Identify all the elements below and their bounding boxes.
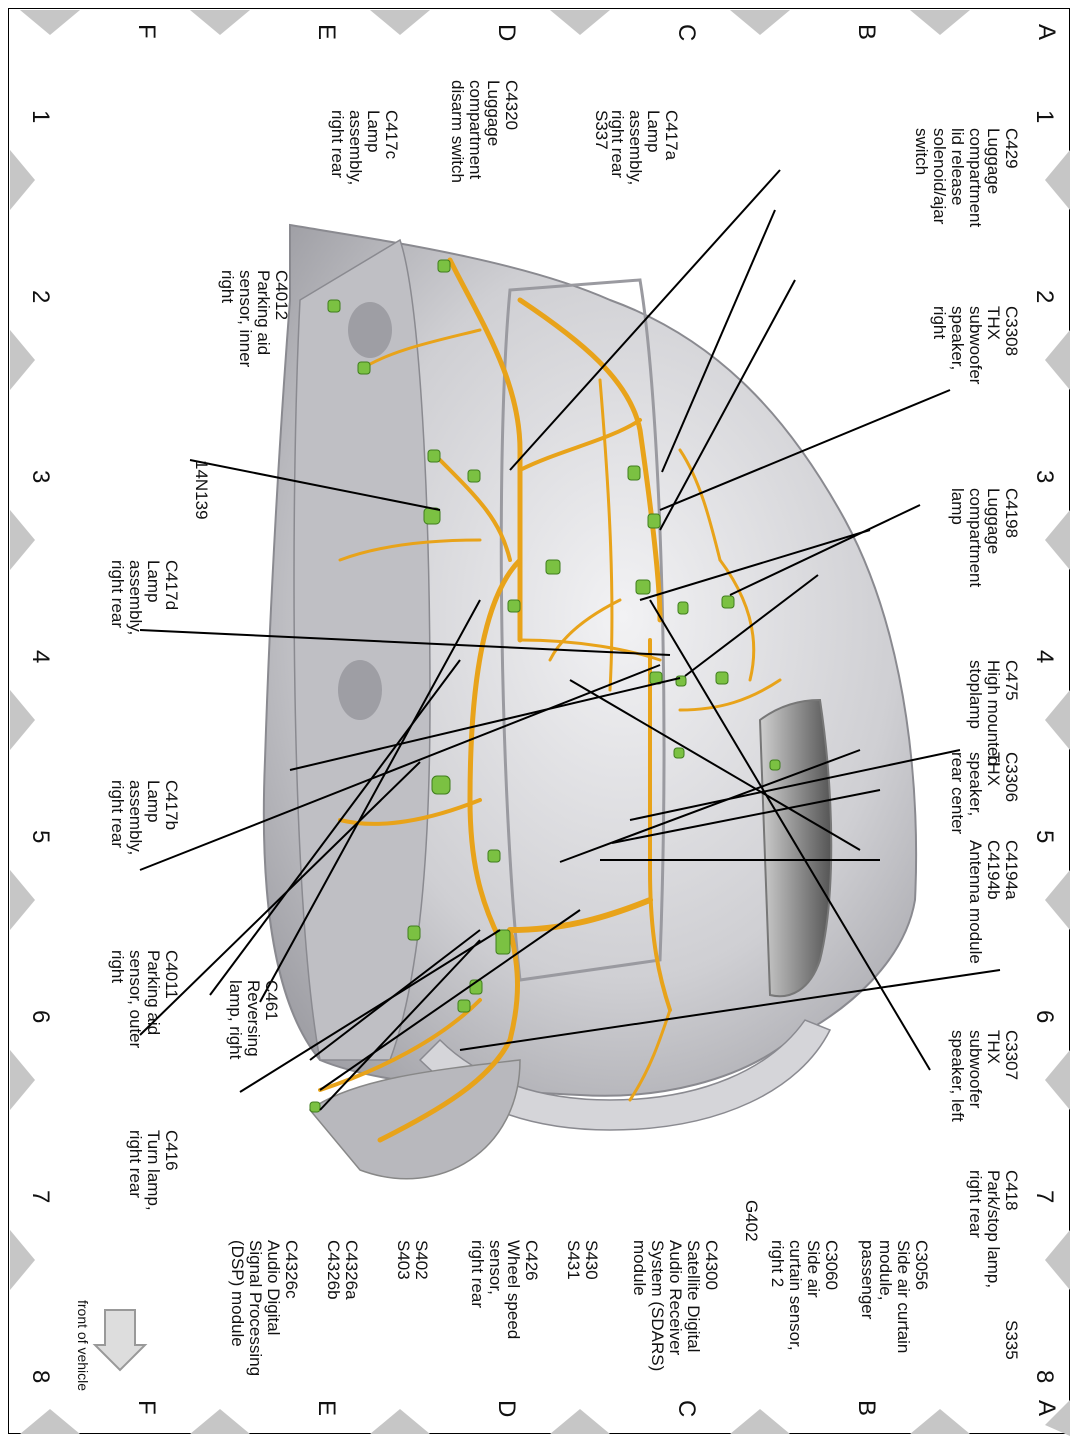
grid-col-5-top: 5 <box>1031 830 1058 844</box>
grid-col-3-top: 3 <box>1031 470 1058 484</box>
grid-row-a-left: A <box>1033 24 1060 41</box>
label-c417d: C417d Lamp assembly, right rear <box>108 560 181 636</box>
label-c418: C418 Park/stop lamp, right rear <box>966 1170 1021 1289</box>
grid-col-4-bottom: 4 <box>27 650 54 664</box>
label-c4198: C4198 Luggage compartment lamp <box>948 488 1021 588</box>
grid-col-5-bottom: 5 <box>27 830 54 844</box>
label-c417a: C417a Lamp assembly, right rear <box>608 110 681 186</box>
leader-lines <box>139 169 1001 1111</box>
label-c3306: C3306 THX speaker, rear center <box>948 752 1021 835</box>
grid-col-6-top: 6 <box>1031 1010 1058 1024</box>
grid-col-8-top: 8 <box>1031 1370 1058 1384</box>
grid-row-e-right: E <box>313 1400 340 1417</box>
label-c3307: C3307 THX subwoofer speaker, left <box>948 1030 1021 1122</box>
grid-row-f-left: F <box>133 24 160 39</box>
label-c4194: C4194a C4194b Antenna module <box>966 840 1021 964</box>
grid-col-3-bottom: 3 <box>27 470 54 484</box>
label-c429: C429 Luggage compartment lid release sol… <box>912 128 1021 228</box>
grid-col-4-top: 4 <box>1031 650 1058 664</box>
front-of-vehicle-note: front of vehicle <box>75 1300 91 1392</box>
connectors <box>309 259 781 1113</box>
label-c426: C426 Wheel speed sensor, right rear <box>468 1240 541 1340</box>
label-c417b: C417b Lamp assembly, right rear <box>108 780 181 856</box>
front-arrow-icon <box>92 1309 148 1372</box>
grid-row-b-right: B <box>853 1400 880 1417</box>
vehicle-body <box>262 223 918 1180</box>
grid-row-f-right: F <box>133 1400 160 1415</box>
label-c416: C416 Turn lamp, right rear <box>126 1130 181 1211</box>
label-c461: C461 Reversing lamp, right <box>226 980 281 1060</box>
label-c3308: C3308 THX subwoofer speaker, right <box>930 306 1021 385</box>
grid-row-c-right: C <box>673 1400 700 1418</box>
label-c3056: C3056 Side air curtain module, passenger <box>858 1240 931 1354</box>
grid-col-1-top: 1 <box>1031 110 1058 124</box>
label-14n139: 14N139 <box>192 460 211 520</box>
label-c475: C475 High mounted stoplamp <box>966 660 1021 766</box>
label-c417c: C417c Lamp assembly, right rear <box>328 110 401 186</box>
grid-row-c-left: C <box>673 24 700 42</box>
grid-col-2-top: 2 <box>1031 290 1058 304</box>
grid-row-d-left: D <box>493 24 520 42</box>
label-c4012: C4012 Parking aid sensor, inner right <box>218 270 291 368</box>
label-c3060: C3060 Side air curtain sensor, right 2 <box>768 1240 841 1351</box>
border-markers <box>10 10 1070 1436</box>
grid-col-7-top: 7 <box>1031 1190 1058 1204</box>
grid-col-1-bottom: 1 <box>27 110 54 124</box>
label-c4326a: C4326a C4326b <box>324 1240 361 1300</box>
grid-row-b-left: B <box>853 24 880 41</box>
label-c4300: C4300 Satellite Digital Audio Receiver S… <box>630 1240 721 1372</box>
grid-col-2-bottom: 2 <box>27 290 54 304</box>
label-c4011: C4011 Parking aid sensor, outer right <box>108 950 181 1049</box>
wiring-harness <box>318 257 782 1143</box>
grid-col-7-bottom: 7 <box>27 1190 54 1204</box>
grid-row-e-left: E <box>313 24 340 41</box>
label-g402: G402 <box>742 1200 761 1242</box>
label-s430: S430 S431 <box>564 1240 601 1280</box>
label-c4326c: C4326c Audio Digital Signal Processing (… <box>228 1240 301 1377</box>
label-s335: S335 <box>1002 1320 1021 1360</box>
grid-row-a-right: A <box>1033 1400 1060 1417</box>
grid-row-d-right: D <box>493 1400 520 1418</box>
grid-col-6-bottom: 6 <box>27 1010 54 1024</box>
label-s402: S402 S403 <box>394 1240 431 1280</box>
grid-col-8-bottom: 8 <box>27 1370 54 1384</box>
label-c4320: C4320 Luggage compartment disarm switch <box>448 80 521 183</box>
label-s337: S337 <box>592 110 611 150</box>
